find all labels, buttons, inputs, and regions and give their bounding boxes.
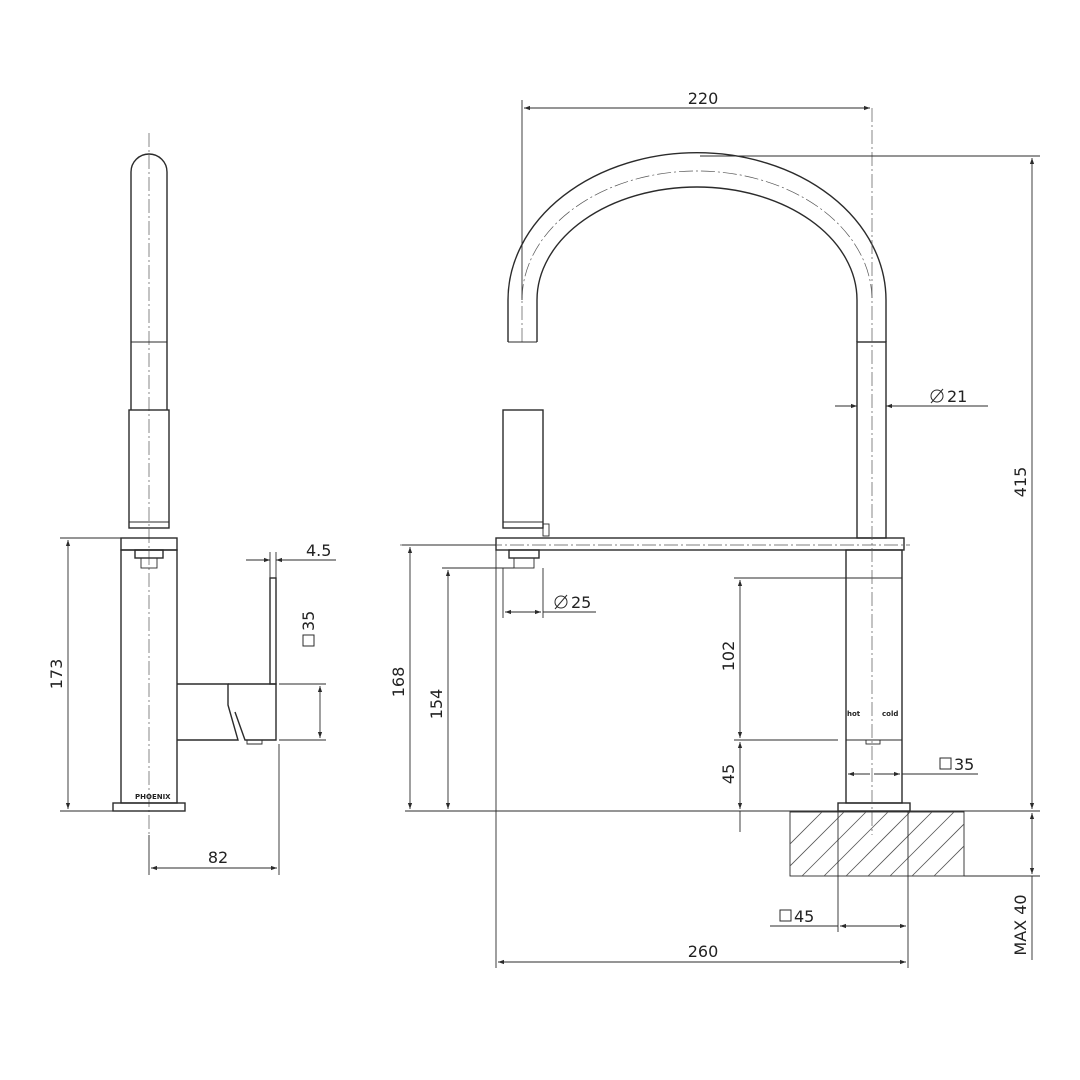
side-outlet bbox=[140, 557, 158, 569]
side-dim-lever-square-group: 35 bbox=[299, 611, 318, 647]
side-base bbox=[112, 802, 186, 812]
front-body-tip bbox=[865, 739, 881, 745]
front-dim-body-square-group: 35 bbox=[939, 755, 974, 774]
front-dim-outlet-height: 168 bbox=[389, 667, 408, 698]
front-dim-body-square: 35 bbox=[954, 755, 974, 774]
front-dim-overall-width: 260 bbox=[688, 942, 719, 961]
front-dim-spout-width: 220 bbox=[688, 89, 719, 108]
square-symbol-icon bbox=[302, 634, 315, 647]
front-dim-head-height: 154 bbox=[427, 689, 446, 720]
bench-block bbox=[789, 811, 965, 877]
hot-label: hot bbox=[847, 710, 861, 718]
square-symbol-icon bbox=[779, 909, 792, 922]
side-body bbox=[120, 549, 178, 804]
front-base bbox=[837, 802, 911, 812]
front-hose bbox=[856, 341, 887, 539]
front-spout-centre bbox=[521, 170, 873, 342]
front-dim-bench-thickness: MAX 40 bbox=[1011, 894, 1030, 955]
side-lever-hub bbox=[177, 683, 239, 741]
side-spout-tube bbox=[130, 153, 168, 410]
side-view: PHOENIX 173 82 4.5 35 bbox=[47, 133, 336, 875]
front-dim-body-height: 102 bbox=[719, 641, 738, 672]
front-outlet bbox=[513, 557, 535, 569]
side-lever-blade bbox=[269, 577, 277, 685]
side-lever-tip bbox=[246, 739, 263, 745]
front-dim-base-height: 45 bbox=[719, 764, 738, 784]
front-collar-neck bbox=[508, 549, 540, 559]
front-body bbox=[845, 549, 903, 804]
front-dim-hose-diameter: 21 bbox=[947, 387, 967, 406]
side-brand-mark: PHOENIX bbox=[135, 793, 171, 801]
front-dim-base-square: 45 bbox=[794, 907, 814, 926]
side-dim-lever-square: 35 bbox=[299, 611, 318, 631]
front-dim-head-diameter: 25 bbox=[571, 593, 591, 612]
front-dim-base-square-group: 45 bbox=[779, 907, 814, 926]
side-dim-depth: 82 bbox=[208, 848, 228, 867]
front-pullout-head bbox=[502, 409, 544, 529]
front-head-clip bbox=[542, 523, 550, 537]
front-spout-inner bbox=[536, 186, 858, 342]
front-view: hot cold 220 415 bbox=[389, 89, 1040, 968]
front-dim-hose-group: 21 bbox=[930, 387, 967, 406]
bench-hatch bbox=[790, 812, 964, 876]
front-spout-outer bbox=[507, 151, 887, 342]
front-dim-overall-height: 415 bbox=[1011, 467, 1030, 498]
side-dim-height: 173 bbox=[47, 659, 66, 690]
square-symbol-icon bbox=[939, 757, 952, 770]
front-arm bbox=[495, 537, 905, 551]
front-dim-head-group: 25 bbox=[554, 593, 591, 612]
cold-label: cold bbox=[882, 710, 898, 718]
side-lever-arm bbox=[228, 683, 277, 741]
diameter-symbol-icon bbox=[554, 595, 568, 609]
side-pullout-head bbox=[128, 409, 170, 529]
diameter-symbol-icon bbox=[930, 389, 944, 403]
side-dim-lever-thickness: 4.5 bbox=[306, 541, 331, 560]
